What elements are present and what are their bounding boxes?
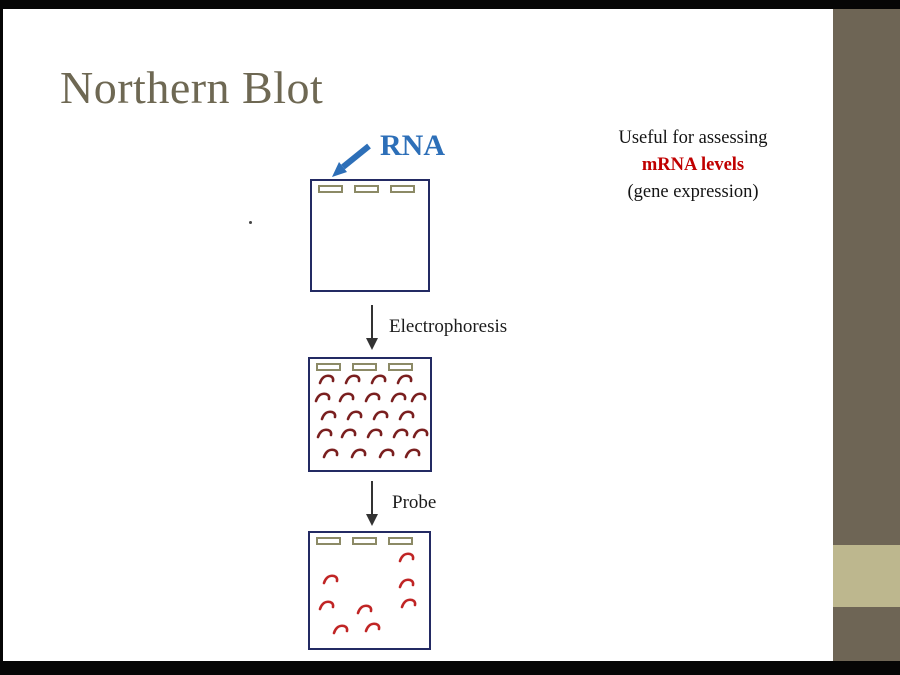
down-arrow-icon [366, 481, 378, 526]
down-arrow-icon [366, 305, 378, 350]
rna-band [396, 374, 413, 385]
rna-band [350, 448, 367, 459]
gel-box-electrophoresis [308, 357, 432, 472]
probe-bands [318, 552, 417, 635]
slide-title: Northern Blot [60, 62, 324, 113]
rna-band [346, 410, 363, 421]
rna-band [322, 574, 339, 585]
rna-band [322, 448, 339, 459]
rna-band [316, 428, 333, 439]
rna-label: RNA [380, 129, 445, 162]
rna-band [398, 578, 415, 589]
gel-well [352, 537, 377, 545]
rna-band [318, 374, 335, 385]
rna-band [372, 410, 389, 421]
note-line-1: Useful for assessing [618, 128, 768, 148]
rna-band [364, 392, 381, 403]
presentation-slide: Northern Blot RNA Electrophoresis Probe [3, 9, 833, 661]
gel-well [390, 185, 415, 193]
gel-well [388, 537, 413, 545]
electrophoresis-label: Electrophoresis [389, 316, 508, 337]
gel-well [388, 363, 413, 371]
gel-well [316, 363, 341, 371]
rna-arrow-icon [332, 143, 371, 177]
rna-band [390, 392, 407, 403]
electrophoresis-bands [314, 374, 429, 459]
rna-band [370, 374, 387, 385]
rna-band [364, 622, 381, 633]
slide-theme-sidebar [833, 9, 900, 661]
stray-dot [249, 221, 252, 224]
rna-band [318, 600, 335, 611]
rna-band [356, 604, 373, 615]
rna-band [378, 448, 395, 459]
gel-box-sample [310, 179, 430, 292]
gel-well [354, 185, 379, 193]
gel-well [352, 363, 377, 371]
note-line-3: (gene expression) [627, 182, 759, 202]
rna-band [344, 374, 361, 385]
note-line-2: mRNA levels [641, 155, 745, 175]
rna-band [398, 410, 415, 421]
sidebar-accent-block [833, 545, 900, 607]
rna-band [338, 392, 355, 403]
rna-band [392, 428, 409, 439]
note-text: Useful for assessing mRNA levels (gene e… [548, 125, 838, 206]
rna-band [398, 552, 415, 563]
rna-band [332, 624, 349, 635]
gel-well [318, 185, 343, 193]
rna-band [410, 392, 427, 403]
rna-band [400, 598, 417, 609]
probe-label: Probe [392, 492, 437, 513]
rna-band [314, 392, 331, 403]
rna-band [366, 428, 383, 439]
rna-band [340, 428, 357, 439]
gel-well [316, 537, 341, 545]
rna-band [404, 448, 421, 459]
rna-band [412, 428, 429, 439]
rna-band [320, 410, 337, 421]
gel-box-probe [308, 531, 431, 650]
